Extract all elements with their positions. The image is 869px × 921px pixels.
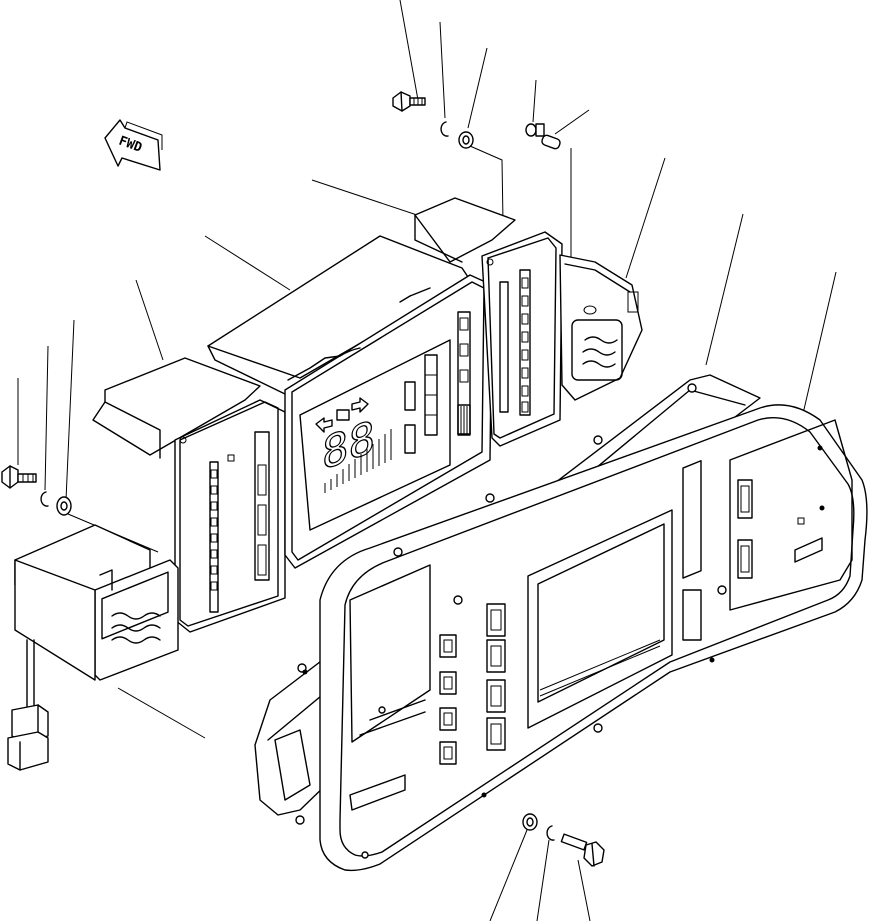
right-gauge-module <box>415 198 562 446</box>
bottom-flat-washer-icon <box>523 814 537 830</box>
left-lock-washer-icon <box>41 492 48 506</box>
top-lock-washer-icon <box>441 122 448 136</box>
left-bolt-icon <box>2 466 36 488</box>
left-flat-washer-icon <box>57 497 71 515</box>
bar-graph-segments <box>325 429 391 493</box>
top-flat-washer-icon <box>459 132 473 148</box>
front-bezel-panel <box>302 405 867 871</box>
bottom-lock-washer-icon <box>547 826 554 840</box>
vent-grille <box>458 405 470 435</box>
harness-wire <box>27 640 34 708</box>
harness-plug-icon <box>8 705 48 770</box>
bottom-bolt-icon <box>561 834 604 866</box>
left-connector-block <box>15 525 178 680</box>
top-bolt-icon <box>393 92 425 111</box>
switch-cluster-left <box>440 604 505 764</box>
left-gauge-led-column <box>210 462 218 612</box>
right-connector <box>560 255 642 400</box>
forward-direction-arrow-icon: FWD <box>105 120 162 170</box>
indicator-bulb-icon <box>541 134 561 150</box>
left-gauge-module <box>93 358 285 632</box>
direction-arrows-icon <box>316 398 368 432</box>
top-bulb-socket-icon <box>526 124 544 136</box>
central-display-module: 88 <box>208 236 492 568</box>
